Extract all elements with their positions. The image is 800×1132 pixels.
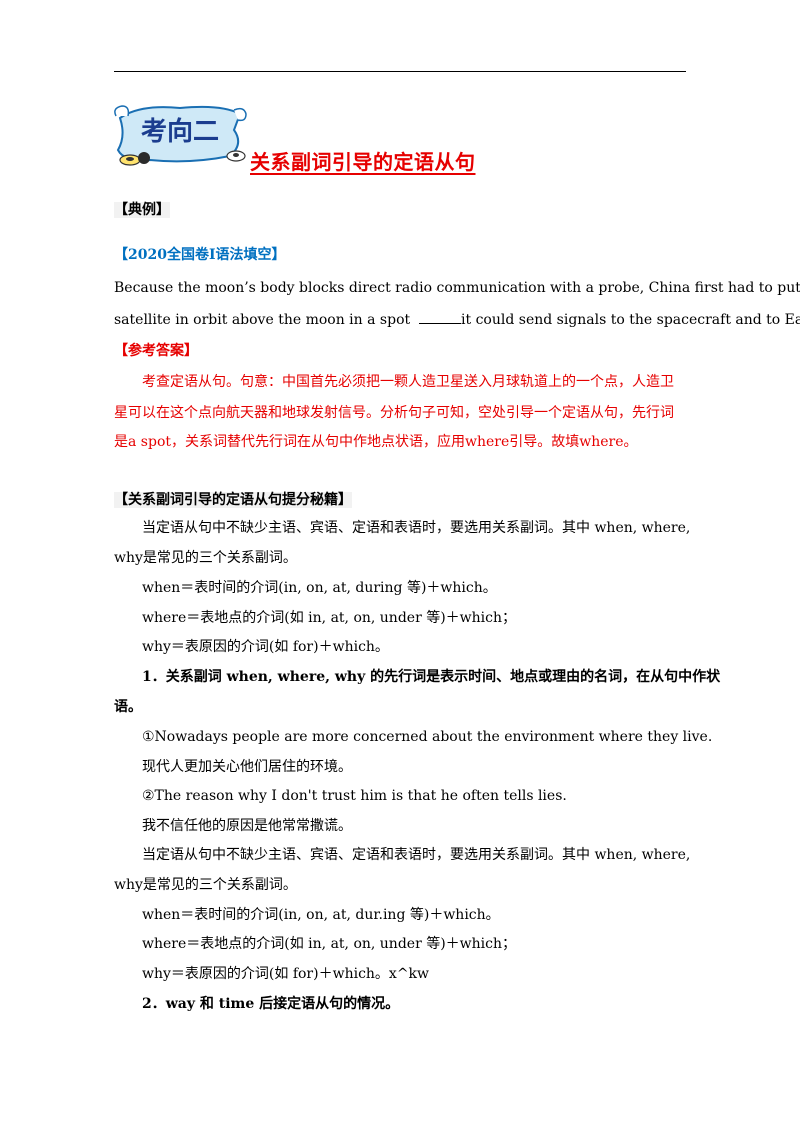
scroll-badge-icon: 考向二 [110, 100, 250, 170]
answer-line3: 是a spot，关系词替代先行词在从句中作地点状语，应用where引导。故填wh… [114, 434, 638, 450]
tips-intro-line1: 当定语从句中不缺少主语、宾语、定语和表语时，要选用关系副词。其中 when, w… [142, 520, 691, 536]
rule-where: where＝表地点的介词(如 in, at, on, under 等)＋whic… [142, 610, 517, 626]
header-rule [114, 71, 686, 72]
rule2-when: when＝表时间的介词(in, on, at, dur.ing 等)＋which… [142, 907, 500, 923]
rule2-why: why＝表原因的介词(如 for)＋which。x^kw [142, 966, 430, 982]
example1-english: ①Nowadays people are more concerned abou… [142, 729, 713, 745]
example-heading: 【典例】 [114, 202, 170, 218]
tips-heading: 【关系副词引导的定语从句提分秘籍】 [114, 492, 352, 508]
answer-line1: 考查定语从句。句意：中国首先必须把一颗人造卫星送入月球轨道上的一个点，人造卫 [142, 374, 674, 390]
rule-when: when＝表时间的介词(in, on, at, during 等)＋which。 [142, 580, 497, 596]
example-source: 【2020全国卷Ⅰ语法填空】 [114, 247, 286, 263]
tips-intro-line2: why是常见的三个关系副词。 [114, 550, 297, 566]
section-title: 关系副词引导的定语从句 [250, 150, 476, 174]
example-sentence-line1: Because the moon’s body blocks direct ra… [114, 280, 800, 296]
tips-intro2-line2: why是常见的三个关系副词。 [114, 877, 297, 893]
answer-line2: 星可以在这个点向航天器和地球发射信号。分析句子可知，空处引导一个定语从句，先行词 [114, 405, 674, 421]
tips-intro2-line1: 当定语从句中不缺少主语、宾语、定语和表语时，要选用关系副词。其中 when, w… [142, 847, 691, 863]
example1-chinese: 现代人更加关心他们居住的环境。 [142, 759, 352, 775]
point2: 2．way 和 time 后接定语从句的情况。 [142, 996, 400, 1012]
example-sentence-line2: satellite in orbit above the moon in a s… [114, 311, 800, 328]
answer-heading: 【参考答案】 [114, 343, 198, 359]
rule2-where: where＝表地点的介词(如 in, at, on, under 等)＋whic… [142, 936, 517, 952]
answer-blank [419, 311, 462, 324]
example2-english: ②The reason why I don't trust him is tha… [142, 788, 567, 804]
point1-line2: 语。 [114, 699, 142, 715]
example2-chinese: 我不信任他的原因是他常常撒谎。 [142, 818, 352, 834]
badge-text: 考向二 [141, 116, 219, 147]
point1-line1: 1．关系副词 when, where, why 的先行词是表示时间、地点或理由的… [142, 669, 721, 685]
rule-why: why＝表原因的介词(如 for)＋which。 [142, 639, 389, 655]
